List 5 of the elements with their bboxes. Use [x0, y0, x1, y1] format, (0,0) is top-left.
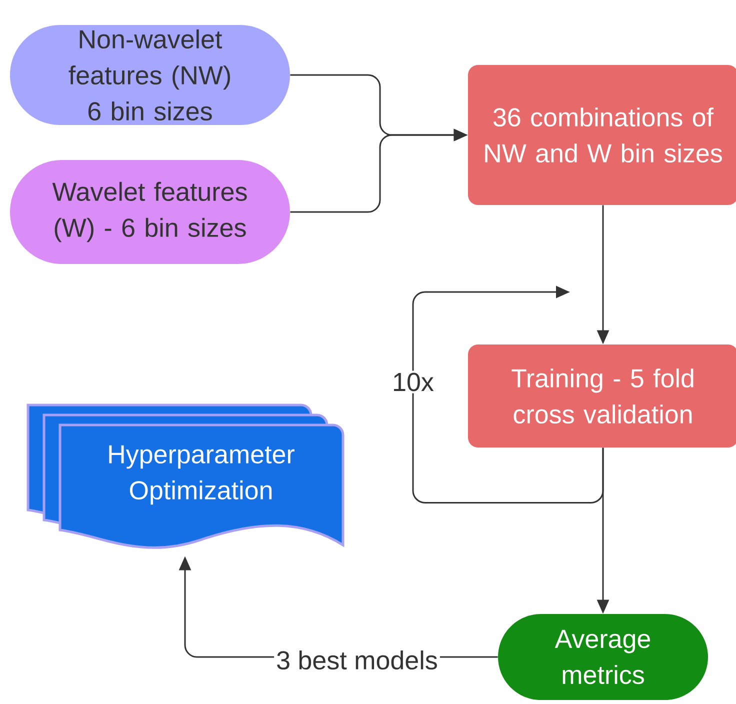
- edge-label: 10x: [390, 370, 436, 394]
- edge-label: 3 best models: [274, 648, 440, 672]
- process-box: 36 combinations of NW and W bin sizes: [468, 65, 736, 205]
- arrow: [412, 286, 604, 504]
- process-box: Training - 5 fold cross validation: [468, 344, 736, 448]
